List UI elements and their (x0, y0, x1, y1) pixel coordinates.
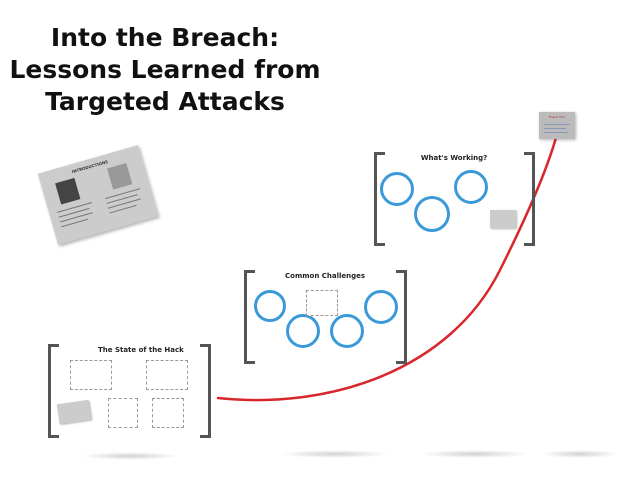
frame-shadow (80, 452, 180, 460)
topic-box[interactable] (70, 360, 112, 390)
title-line-3: Targeted Attacks (45, 87, 285, 116)
bracket-left (48, 344, 59, 438)
frame-title: What's Working? (420, 154, 488, 162)
title-line-1: Into the Breach: (50, 23, 280, 52)
bracket-right (396, 270, 407, 364)
presenter-photo-2 (107, 162, 133, 190)
contact-line (544, 124, 570, 125)
topic-box[interactable] (146, 360, 188, 390)
frame-shadow (420, 450, 530, 458)
presenter-photo-1 (55, 177, 81, 205)
note-card[interactable] (490, 210, 516, 228)
challenge-circle[interactable] (364, 290, 398, 324)
challenge-circle[interactable] (254, 290, 286, 322)
frame-title: The State of the Hack (98, 346, 184, 354)
bracket-right (200, 344, 211, 438)
challenge-box[interactable] (306, 290, 338, 316)
title-line-2: Lessons Learned from (9, 55, 321, 84)
thank-you-card[interactable]: Thank You! (539, 112, 575, 139)
presentation-title: Into the Breach: Lessons Learned from Ta… (0, 22, 330, 118)
frame-shadow (540, 450, 620, 458)
solution-circle[interactable] (414, 196, 450, 232)
bracket-left (374, 152, 385, 246)
thank-you-title: Thank You! (548, 115, 566, 119)
solution-circle[interactable] (380, 172, 414, 206)
challenge-circle[interactable] (286, 314, 320, 348)
frame-shadow (280, 450, 390, 458)
bracket-left (244, 270, 255, 364)
challenge-circle[interactable] (330, 314, 364, 348)
contact-line (544, 128, 566, 129)
topic-box[interactable] (108, 398, 138, 428)
contact-line (544, 132, 568, 133)
frame-title: Common Challenges (285, 272, 366, 280)
topic-box[interactable] (152, 398, 184, 428)
bracket-right (524, 152, 535, 246)
red-path-curve (216, 132, 559, 402)
solution-circle[interactable] (454, 170, 488, 204)
